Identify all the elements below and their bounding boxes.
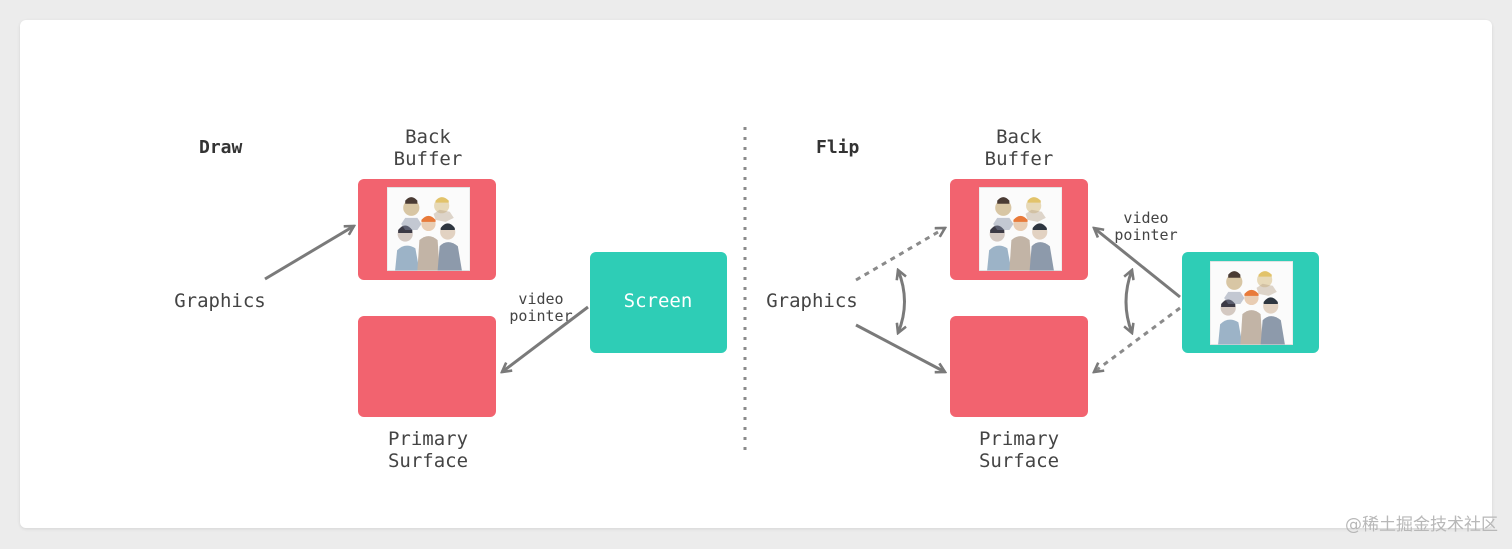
draw-title: Draw xyxy=(199,137,243,158)
graphics-swap-arrow xyxy=(898,270,905,333)
flip-back-buffer-label: Back xyxy=(996,126,1042,148)
graphics-label: Graphics xyxy=(174,290,266,312)
flip-video-pointer-label-line2: pointer xyxy=(1114,226,1177,244)
primary-surface-label: Primary xyxy=(388,428,468,450)
primary-surface xyxy=(358,316,496,417)
watermark: @稀土掘金技术社区 xyxy=(1345,515,1498,535)
video-pointer-label: video xyxy=(518,290,563,308)
screen-to-back-buffer-arrow xyxy=(1094,228,1181,299)
flip-primary-surface-label-line2: Surface xyxy=(979,450,1059,472)
flip-screen-image xyxy=(1210,261,1293,345)
flip-video-pointer-label: video xyxy=(1123,209,1168,227)
flip-title: Flip xyxy=(816,137,860,158)
flip-primary-surface-label: Primary xyxy=(979,428,1059,450)
flip-primary-surface xyxy=(950,316,1088,417)
screen-label: Screen xyxy=(624,290,693,312)
screen-box xyxy=(590,252,727,353)
screen-to-primary-surface-dashed-arrow xyxy=(1094,306,1181,372)
primary-surface-label-line2: Surface xyxy=(388,450,468,472)
flip-graphics-label: Graphics xyxy=(766,290,858,312)
flip-back-buffer-label-line2: Buffer xyxy=(985,148,1054,170)
graphics-to-back-buffer-arrow xyxy=(264,226,354,281)
screen-to-primary-surface-arrow xyxy=(502,305,589,372)
graphics-to-primary-surface-arrow xyxy=(855,323,945,372)
screen-swap-arrow xyxy=(1126,270,1132,333)
back-buffer-image xyxy=(387,187,470,271)
back-buffer-label-line2: Buffer xyxy=(394,148,463,170)
graphics-to-back-buffer-dashed-arrow xyxy=(855,228,945,282)
back-buffer-label: Back xyxy=(405,126,451,148)
video-pointer-label-line2: pointer xyxy=(509,307,572,325)
flip-back-buffer-image xyxy=(979,187,1062,271)
